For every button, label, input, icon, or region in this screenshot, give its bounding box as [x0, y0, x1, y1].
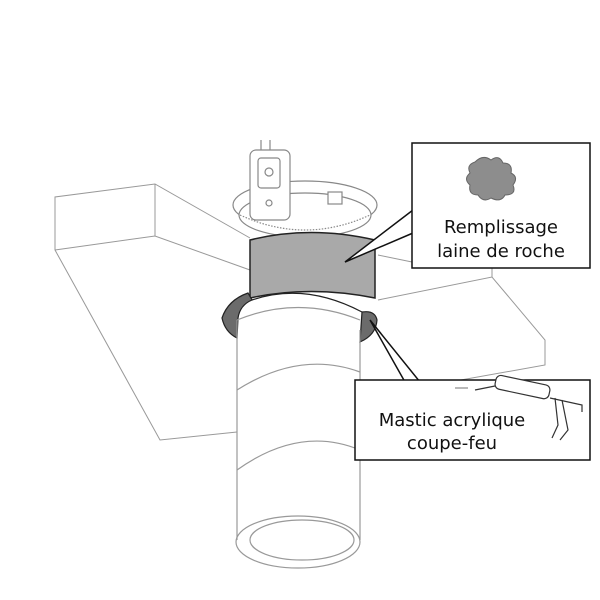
mastic-label-line1: Mastic acrylique	[379, 410, 526, 431]
callout-pointer-rock-wool	[344, 209, 414, 263]
callout-pointer-mastic	[369, 319, 422, 383]
rock-wool-label-line2: laine de roche	[437, 241, 565, 262]
callout-box-mastic	[354, 379, 591, 461]
ceiling-slab	[54, 183, 546, 441]
rock-wool-label-line1: Remplissage	[444, 217, 558, 238]
mastic-label-line2: coupe-feu	[407, 433, 497, 454]
spiral-duct	[235, 306, 361, 569]
mastic-ring-left	[221, 292, 253, 339]
fire-damper-icon	[232, 140, 378, 238]
caulking-gun-icon	[455, 374, 583, 441]
mastic-ring-right	[359, 311, 378, 343]
rock-wool-band	[249, 231, 376, 299]
rock-wool-icon	[466, 156, 517, 201]
